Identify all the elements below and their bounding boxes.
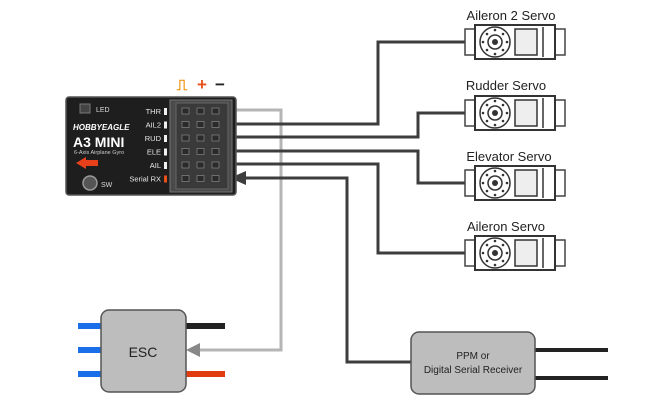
servo-aileron-2 — [464, 24, 566, 60]
pin-socket[interactable] — [181, 134, 190, 142]
model-label: A3 MINI — [73, 134, 124, 150]
port-marker — [164, 162, 167, 169]
serial-rx-arrow-icon — [230, 171, 246, 185]
pin-header — [181, 107, 220, 182]
pin-socket[interactable] — [196, 134, 205, 142]
sw-label: SW — [101, 182, 113, 189]
servo-label-elevator: Elevator Servo — [466, 149, 551, 164]
led-indicator — [79, 103, 91, 114]
servo-label-aileron: Aileron Servo — [467, 219, 545, 234]
led-label: LED — [96, 107, 110, 114]
subtitle-label: 6-Axis Airplane Gyro — [74, 150, 124, 156]
servo-label-aileron-2: Aileron 2 Servo — [467, 8, 556, 23]
receiver-block — [410, 331, 608, 395]
pin-socket[interactable] — [181, 121, 190, 128]
pin-socket[interactable] — [211, 148, 220, 155]
esc-label: ESC — [129, 344, 158, 360]
pin-socket[interactable] — [196, 121, 205, 128]
port-marker — [164, 175, 167, 183]
pin-socket[interactable] — [181, 148, 190, 155]
pin-socket[interactable] — [181, 161, 190, 169]
port-label: ELE — [147, 148, 161, 157]
wire-ail2 — [232, 40, 470, 126]
receiver-label-line1: PPM or — [456, 351, 490, 362]
servo-elevator — [464, 165, 566, 201]
pin-socket[interactable] — [196, 175, 205, 182]
wire-ail — [232, 162, 470, 255]
pin-socket[interactable] — [211, 161, 220, 169]
brand-label: HOBBYEAGLE — [73, 123, 130, 132]
signal-pin-symbol: ⎍ — [177, 77, 188, 94]
port-label: RUD — [145, 134, 162, 143]
servo-aileron — [464, 235, 566, 271]
sw-button[interactable] — [82, 175, 98, 191]
pin-socket[interactable] — [211, 175, 220, 182]
port-marker — [164, 148, 167, 156]
pin-socket[interactable] — [196, 107, 205, 115]
pin-socket[interactable] — [196, 148, 205, 155]
port-label: AIL2 — [146, 121, 161, 130]
direction-arrow-icon — [76, 157, 98, 169]
wire-serial-rx — [240, 176, 412, 364]
servo-rudder — [464, 95, 566, 131]
port-label: THR — [146, 107, 162, 116]
wire-rud — [232, 111, 470, 139]
port-marker — [164, 108, 167, 115]
servo-label-rudder: Rudder Servo — [466, 78, 546, 93]
pin-socket[interactable] — [181, 175, 190, 182]
esc-arrow-icon — [186, 343, 200, 357]
port-marker — [164, 135, 167, 142]
pin-socket[interactable] — [211, 107, 220, 115]
pin-socket[interactable] — [181, 107, 190, 115]
pin-socket[interactable] — [211, 134, 220, 142]
pin-socket[interactable] — [196, 161, 205, 169]
esc-signal-wire — [196, 108, 283, 352]
port-label: AIL — [150, 161, 161, 170]
wire-ele — [232, 149, 470, 185]
minus-pin-symbol: − — [215, 75, 225, 94]
pin-socket[interactable] — [211, 121, 220, 128]
plus-pin-symbol: + — [197, 75, 207, 94]
port-marker — [164, 121, 167, 129]
port-label: Serial RX — [129, 175, 161, 184]
receiver-label-line2: Digital Serial Receiver — [424, 365, 523, 376]
esc-block — [78, 309, 225, 393]
gyro-controller — [65, 96, 237, 196]
